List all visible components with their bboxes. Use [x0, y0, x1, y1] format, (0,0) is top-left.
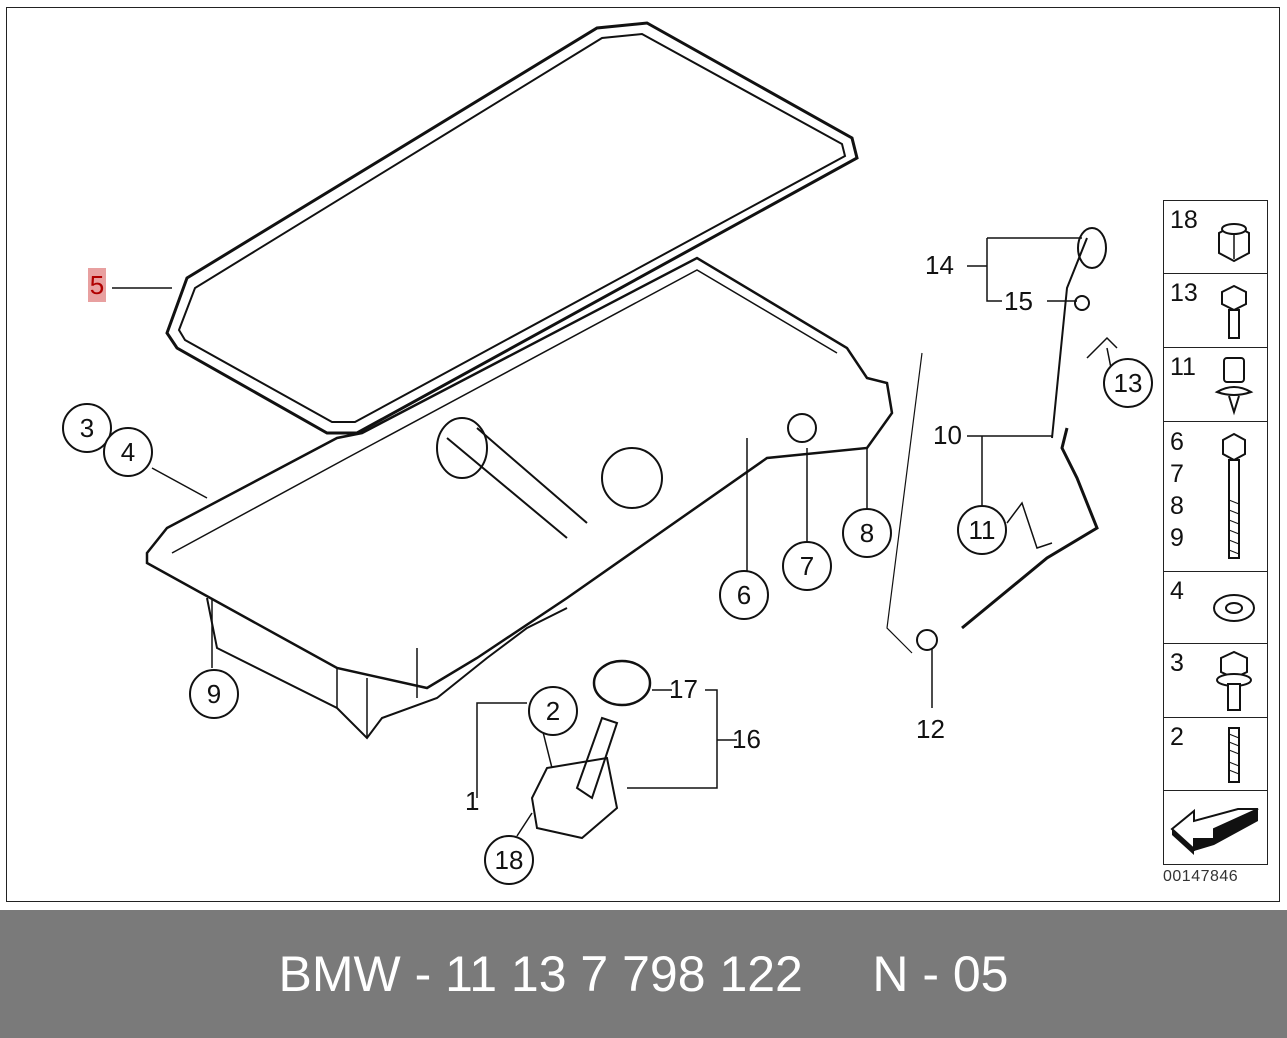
legend-row-13[interactable]: 13 [1164, 274, 1267, 348]
callout-circle-18 [484, 835, 534, 885]
callout-15: 15 [1004, 286, 1033, 316]
fastener-legend: 18 13 11 6 7 8 9 4 [1163, 200, 1268, 865]
callout-17: 17 [669, 674, 698, 704]
callout-circle-9 [189, 669, 239, 719]
callout-circle-11 [957, 505, 1007, 555]
legend-row-18[interactable]: 18 [1164, 201, 1267, 274]
callout-circle-13 [1103, 358, 1153, 408]
gasket-outline [165, 21, 859, 435]
callout-5-highlighted[interactable]: 5 [89, 270, 105, 300]
callout-13: 13 [1114, 368, 1143, 398]
legend-row-arrow[interactable] [1164, 791, 1267, 864]
callout-8: 8 [860, 518, 874, 548]
callout-4: 4 [121, 437, 135, 467]
callout-10: 10 [933, 420, 962, 450]
callout-7: 7 [800, 551, 814, 581]
callout-circle-2 [528, 686, 578, 736]
callout-2: 2 [546, 696, 560, 726]
callout-9: 9 [207, 679, 221, 709]
callout-18: 18 [495, 845, 524, 875]
stud-icon [1228, 727, 1240, 783]
hex-nut-icon [1218, 223, 1250, 263]
legend-row-4[interactable]: 4 [1164, 572, 1267, 644]
flange-bolt-icon [1216, 650, 1252, 711]
legend-row-3[interactable]: 3 [1164, 644, 1267, 718]
parts-diagram: 3 4 9 6 7 8 2 18 11 13 1 10 12 14 15 16 … [62, 21, 1153, 885]
callout-1: 1 [465, 786, 479, 816]
callout-circle-3 [62, 403, 112, 453]
part-number-caption: BMW - 11 13 7 798 122 N - 05 [278, 946, 1009, 1002]
legend-row-number: 18 [1170, 206, 1198, 234]
oil-pan-flange [145, 256, 894, 690]
footer-bar: BMW - 11 13 7 798 122 N - 05 [0, 910, 1287, 1038]
callout-3: 3 [80, 413, 94, 443]
plastic-clip-icon [1214, 357, 1254, 416]
legend-row-number: 3 [1170, 649, 1184, 677]
legend-row-6-7-8-9[interactable]: 6 7 8 9 [1164, 422, 1267, 572]
callout-circle-8 [842, 508, 892, 558]
legend-row-number: 4 [1170, 577, 1184, 605]
legend-row-number: 6 7 8 9 [1170, 428, 1184, 552]
callout-circle-4 [103, 427, 153, 477]
callout-11: 11 [969, 515, 996, 545]
legend-row-11[interactable]: 11 [1164, 348, 1267, 422]
legend-row-number: 2 [1170, 723, 1184, 751]
callout-circle-7 [782, 541, 832, 591]
washer-icon [1213, 594, 1255, 622]
highlight-marker [88, 268, 106, 302]
legend-row-number: 13 [1170, 279, 1198, 307]
long-bolt-icon [1222, 432, 1246, 559]
callout-14: 14 [925, 250, 954, 280]
dipstick-guide-tube [961, 427, 1099, 630]
direction-arrow-icon [1170, 808, 1259, 855]
callout-6: 6 [737, 580, 751, 610]
document-number: 00147846 [1163, 868, 1239, 885]
legend-row-2[interactable]: 2 [1164, 718, 1267, 791]
callout-12: 12 [916, 714, 945, 744]
legend-row-number: 11 [1170, 353, 1196, 381]
callout-16: 16 [732, 724, 761, 754]
diagram-frame: 3 4 9 6 7 8 2 18 11 13 1 10 12 14 15 16 … [6, 7, 1280, 902]
circled-callouts [62, 358, 1153, 885]
hex-bolt-short-icon [1221, 284, 1247, 339]
callout-circle-6 [719, 570, 769, 620]
